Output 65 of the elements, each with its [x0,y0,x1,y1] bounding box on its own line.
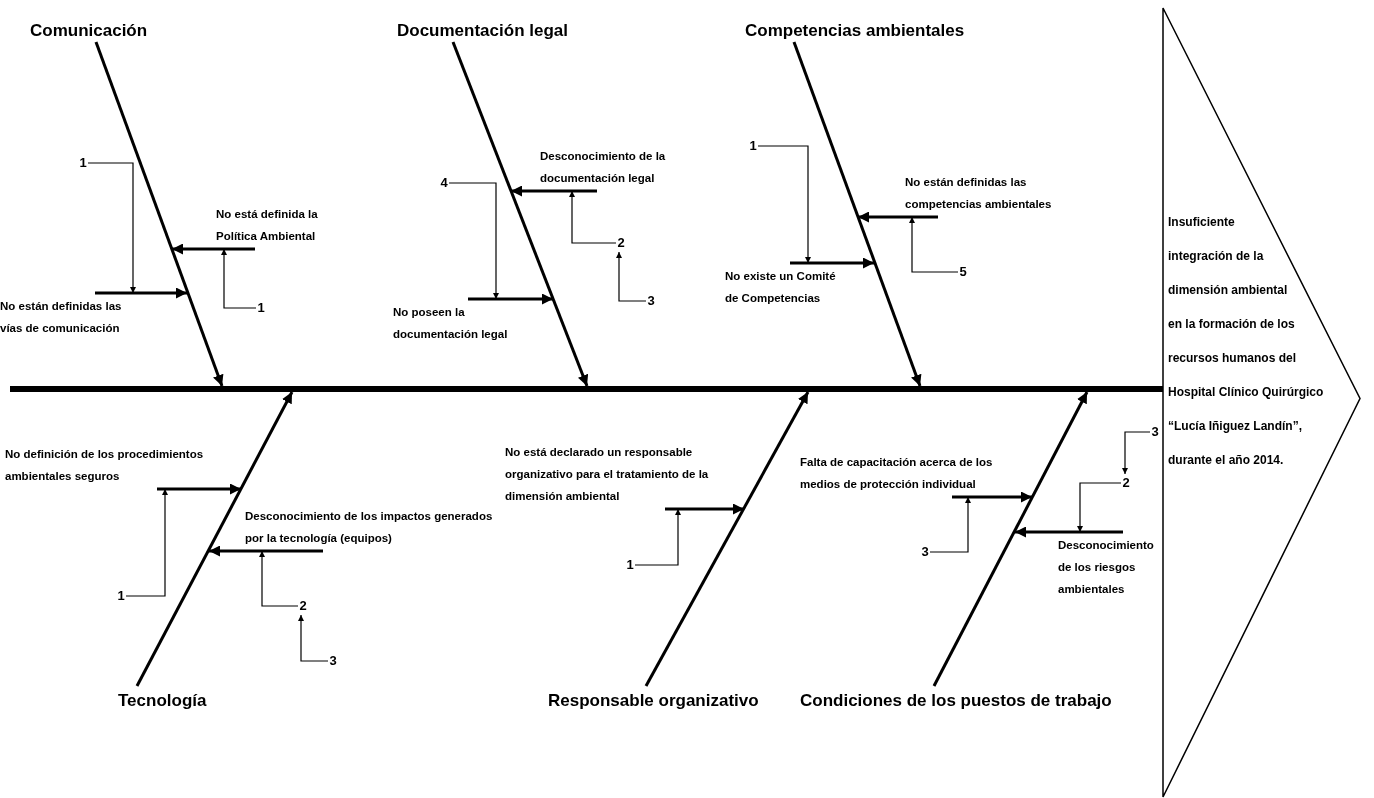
leader-arrow [757,145,811,264]
callout-number: 2 [298,597,308,615]
cause-text: No están definidas las competencias ambientales [905,171,1073,217]
callout-number: 3 [1150,423,1160,441]
leader-arrow [909,216,959,273]
callout-number: 3 [920,543,930,561]
cause-arrow [95,287,187,299]
category-label: Documentación legal [397,20,568,42]
category-arrow [135,391,294,687]
cause-arrow [858,211,938,223]
cause-text: No está definida la Política Ambiental [216,203,346,249]
leader-arrow [1122,431,1151,475]
cause-text: Desconocimiento de la documentación legal [540,145,700,191]
cause-arrow [952,491,1032,503]
callout-number: 2 [1121,474,1131,492]
leader-arrow [259,550,299,607]
leader-arrow [634,508,681,566]
leader-arrow [125,488,168,597]
leader-arrow [87,162,136,294]
category-label: Responsable organizativo [548,686,759,712]
cause-arrow [790,257,874,269]
spine-bar [10,386,1163,392]
effect-chevron [1162,7,1364,798]
callout-number: 3 [328,652,338,670]
cause-arrow [172,243,255,255]
callout-number: 1 [748,137,758,155]
leader-arrow [929,496,971,553]
cause-arrow [511,185,597,197]
cause-text: No está declarado un responsable organizativo para el tratamiento de la dimensión ambiental [505,441,715,509]
callout-number: 1 [625,556,635,574]
leader-arrow [448,182,499,300]
callout-number: 4 [439,174,449,192]
cause-text: Desconocimiento de los riesgos ambientales [1058,532,1162,600]
leader-arrow [569,190,617,244]
category-arrow [451,41,589,387]
category-label: Competencias ambientales [745,20,965,42]
leader-arrow [221,248,257,309]
cause-arrow [1015,526,1123,538]
cause-text: No definición de los procedimientos ambientales seguros [5,443,220,489]
callout-number: 5 [958,263,968,281]
cause-arrow [468,293,553,305]
leader-arrow [616,251,647,302]
cause-arrow [665,503,744,515]
callout-number: 1 [78,154,88,172]
cause-text: No poseen la documentación legal [393,299,533,345]
cause-text: Falta de capacitación acerca de los medios de protección individual [800,451,1000,497]
leader-arrow [1077,482,1122,533]
leader-arrow [298,614,329,662]
cause-text: No están definidas las vías de comunicación [0,293,145,339]
effect-text: Insuficiente integración de la dimensión ambiental en la formación de los recursos humanos del Hospital Clínico Quirúrgico “Lucía Iñiguez Landín”, durante el año 2014. [1168,214,1325,469]
category-arrow [644,391,810,687]
category-label: Comunicación [30,20,148,42]
category-arrow [94,41,224,387]
callout-number: 2 [616,234,626,252]
callout-number: 3 [646,292,656,310]
callout-number: 1 [256,299,266,317]
callout-number: 1 [116,587,126,605]
cause-arrow [157,483,241,495]
cause-text: No existe un Comité de Competencias [725,263,845,309]
category-arrow [792,41,922,387]
category-arrow [932,391,1089,687]
cause-arrow [209,545,323,557]
category-label: Condiciones de los puestos de trabajo [800,686,1112,712]
cause-text: Desconocimiento de los impactos generados por la tecnología (equipos) [245,505,507,551]
category-label: Tecnología [118,686,207,712]
